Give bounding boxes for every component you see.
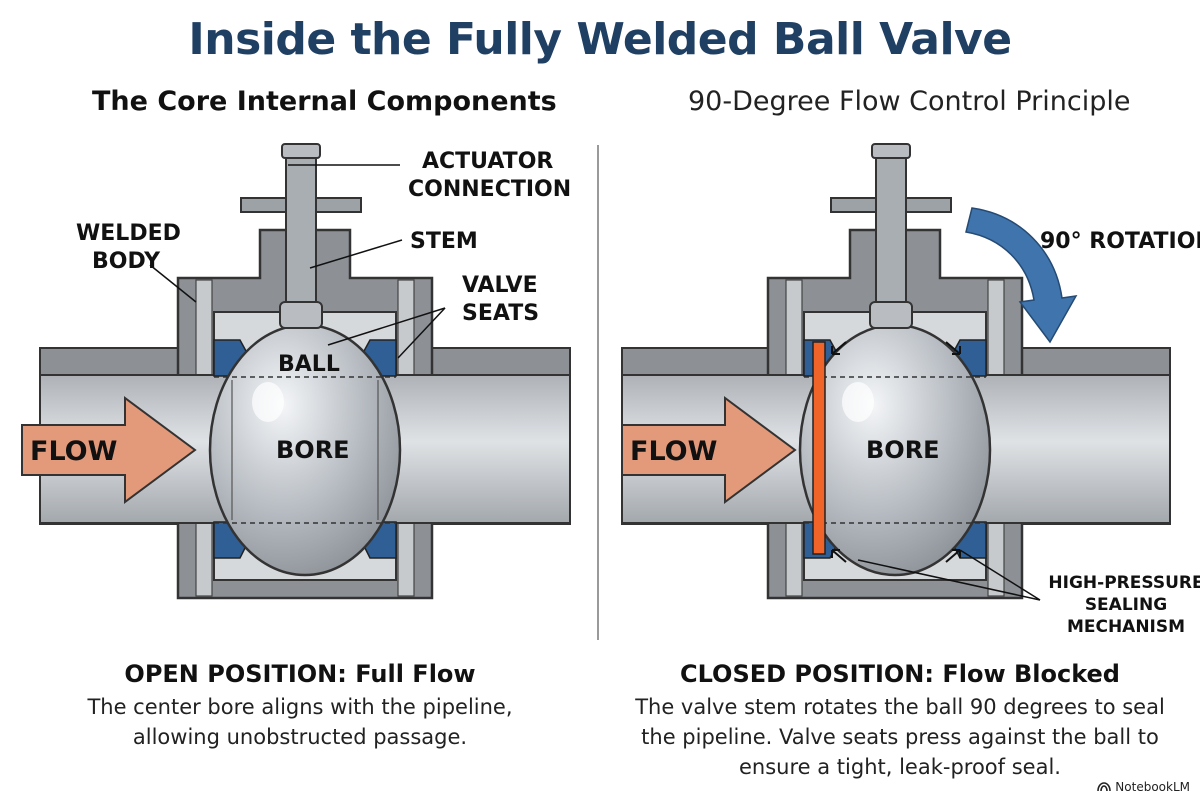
rotation-arrow — [965, 207, 1078, 344]
stem-cap — [281, 143, 321, 159]
right-subtitle: 90-Degree Flow Control Principle — [688, 86, 1131, 117]
leader-welded — [149, 264, 197, 303]
pressure-arrow-ll — [831, 549, 847, 563]
pressure-arrow-ul-head — [831, 346, 840, 355]
label-bore: BORE — [276, 436, 350, 464]
ball-highlight — [252, 382, 284, 422]
flow-arrow — [621, 396, 797, 504]
right-caption-line-3: ensure a tight, leak-proof seal. — [739, 755, 1061, 779]
label-ball: BALL — [278, 352, 340, 377]
panel-divider — [597, 145, 599, 640]
flow-arrow — [21, 396, 197, 504]
leader-sealing-b — [959, 549, 1041, 601]
stem — [875, 143, 907, 315]
label-flow: FLOW — [30, 436, 117, 467]
stem-collar — [869, 301, 913, 329]
pressure-arrow-ur-head — [952, 346, 961, 355]
label-stem: STEM — [410, 229, 478, 254]
pressure-arrow-ur — [945, 341, 961, 355]
label-welded-1: WELDED — [76, 221, 181, 246]
label-actuator-2: CONNECTION — [408, 177, 571, 202]
closed-valve-diagram: 90° ROTATION BORE FLOW HIGH-PRESSURE SEA… — [621, 143, 1200, 637]
left-caption-title: OPEN POSITION: Full Flow — [124, 660, 476, 688]
label-flow: FLOW — [630, 436, 717, 467]
label-sealing-1: HIGH-PRESSURE — [1048, 573, 1200, 593]
leader-sealing-a — [857, 559, 1041, 601]
leader-seat-b — [397, 307, 446, 359]
notebooklm-logo-icon — [1097, 782, 1112, 792]
label-seats-2: SEATS — [462, 301, 539, 326]
label-actuator-1: ACTUATOR — [422, 149, 553, 174]
right-caption-title: CLOSED POSITION: Flow Blocked — [679, 660, 1120, 688]
page-title: Inside the Fully Welded Ball Valve — [188, 14, 1012, 65]
right-caption-line-1: The valve stem rotates the ball 90 degre… — [635, 695, 1165, 719]
left-caption-line-1: The center bore aligns with the pipeline… — [87, 695, 513, 719]
stem-cap — [871, 143, 911, 159]
ball-highlight — [842, 382, 874, 422]
pressure-arrow-lr-head — [952, 549, 961, 558]
left-caption-body: The center bore aligns with the pipeline… — [40, 692, 560, 752]
left-caption-line-2: allowing unobstructed passage. — [132, 725, 468, 749]
leader-stem — [309, 239, 403, 269]
pressure-arrow-ul — [831, 341, 847, 355]
label-welded-2: BODY — [92, 249, 161, 274]
pressure-arrow-lr — [945, 549, 961, 563]
stem — [285, 143, 317, 315]
label-seats-1: VALVE — [462, 273, 538, 298]
right-caption-line-2: the pipeline. Valve seats press against … — [641, 725, 1159, 749]
flow-blocking-plate — [812, 341, 826, 555]
stem-collar — [279, 301, 323, 329]
label-sealing-3: MECHANISM — [1067, 617, 1185, 637]
label-bore: BORE — [866, 436, 940, 464]
leader-seat-a — [327, 307, 446, 346]
right-caption-body: The valve stem rotates the ball 90 degre… — [620, 692, 1180, 782]
pressure-arrow-ll-head — [831, 549, 840, 558]
notebooklm-brand: NotebookLM — [1097, 780, 1190, 794]
label-sealing-2: SEALING — [1085, 595, 1167, 615]
open-valve-diagram: ACTUATOR CONNECTION STEM WELDED BODY VAL… — [21, 143, 571, 600]
brand-label: NotebookLM — [1115, 780, 1190, 794]
left-subtitle: The Core Internal Components — [92, 86, 557, 117]
label-rotation: 90° ROTATION — [1040, 229, 1200, 254]
